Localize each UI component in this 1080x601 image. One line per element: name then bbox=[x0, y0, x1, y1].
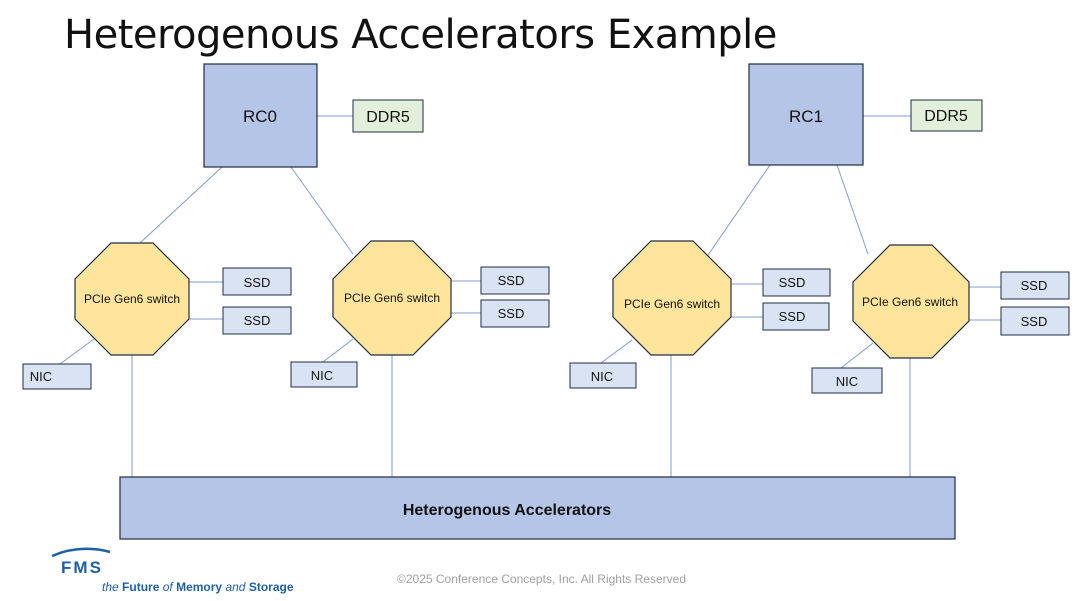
link-rc0-switch1 bbox=[139, 166, 223, 244]
ddr5-label: DDR5 bbox=[366, 109, 410, 126]
root-complex-rc1: RC1 bbox=[748, 63, 864, 166]
link-switch1-nic bbox=[59, 338, 95, 365]
fms-tagline: the Future of Memory and Storage bbox=[102, 580, 294, 594]
ssd-label: SSD bbox=[1021, 278, 1048, 293]
switch-label: PCIe Gen6 switch bbox=[344, 291, 440, 305]
ssd-label: SSD bbox=[779, 309, 806, 324]
copyright-footer: ©2025 Conference Concepts, Inc. All Righ… bbox=[397, 572, 686, 586]
ddr5-memory-rc1: DDR5 bbox=[910, 99, 983, 132]
ssd-label: SSD bbox=[244, 275, 271, 290]
ddr5-label: DDR5 bbox=[924, 108, 968, 125]
tagline-and: and bbox=[225, 580, 246, 594]
fms-logo-mark: FMS bbox=[61, 558, 103, 577]
switch-label: PCIe Gen6 switch bbox=[862, 295, 958, 309]
ssd-label: SSD bbox=[1021, 314, 1048, 329]
ssd-box: SSD bbox=[1000, 271, 1070, 300]
ssd-box: SSD bbox=[762, 268, 831, 297]
slide-title: Heterogenous Accelerators Example bbox=[64, 12, 777, 58]
fms-logo-swoosh bbox=[51, 547, 111, 558]
ssd-label: SSD bbox=[244, 313, 271, 328]
ssd-box: SSD bbox=[480, 299, 550, 328]
link-switch3-nic bbox=[600, 339, 633, 364]
tagline-memory: Memory bbox=[176, 580, 223, 594]
nic-box: NIC bbox=[811, 367, 883, 394]
nic-label: NIC bbox=[311, 368, 333, 383]
nic-box: NIC bbox=[290, 361, 358, 388]
switch-label: PCIe Gen6 switch bbox=[84, 292, 180, 306]
ssd-box: SSD bbox=[480, 266, 550, 295]
nic-box: NIC bbox=[569, 362, 637, 389]
nic-label: NIC bbox=[30, 369, 52, 384]
pcie-switch-3: PCIe Gen6 switch bbox=[612, 240, 732, 356]
tagline-storage: Storage bbox=[248, 580, 294, 594]
tagline-the: the bbox=[102, 580, 119, 594]
heterogenous-accelerators-box: Heterogenous Accelerators bbox=[119, 476, 956, 540]
ssd-label: SSD bbox=[498, 273, 525, 288]
tagline-future: Future bbox=[122, 580, 160, 594]
pcie-switch-4: PCIe Gen6 switch bbox=[852, 244, 970, 359]
nic-label: NIC bbox=[836, 374, 858, 389]
link-switch4-nic bbox=[840, 342, 874, 369]
ddr5-memory-rc0: DDR5 bbox=[352, 99, 424, 133]
rc0-label: RC0 bbox=[243, 107, 277, 126]
link-switch2-nic bbox=[322, 338, 354, 363]
ssd-box: SSD bbox=[222, 306, 292, 335]
connection-lines bbox=[59, 115, 1001, 477]
switch-label: PCIe Gen6 switch bbox=[624, 297, 720, 311]
link-rc0-switch2 bbox=[290, 166, 354, 255]
accelerators-label: Heterogenous Accelerators bbox=[403, 502, 611, 519]
nic-label: NIC bbox=[591, 369, 613, 384]
pcie-switch-2: PCIe Gen6 switch bbox=[332, 240, 452, 356]
fms-logo: FMS bbox=[51, 547, 111, 577]
ssd-box: SSD bbox=[222, 267, 292, 296]
ssd-box: SSD bbox=[1000, 306, 1070, 336]
link-rc1-switch3 bbox=[705, 164, 771, 259]
ssd-label: SSD bbox=[779, 275, 806, 290]
pcie-switch-1: PCIe Gen6 switch bbox=[74, 242, 190, 356]
rc1-label: RC1 bbox=[789, 107, 823, 126]
root-complex-rc0: RC0 bbox=[203, 63, 318, 168]
ssd-label: SSD bbox=[498, 306, 525, 321]
tagline-of: of bbox=[162, 580, 173, 594]
link-rc1-switch4 bbox=[836, 164, 869, 255]
nic-box: NIC bbox=[22, 363, 92, 390]
ssd-box: SSD bbox=[762, 302, 830, 331]
